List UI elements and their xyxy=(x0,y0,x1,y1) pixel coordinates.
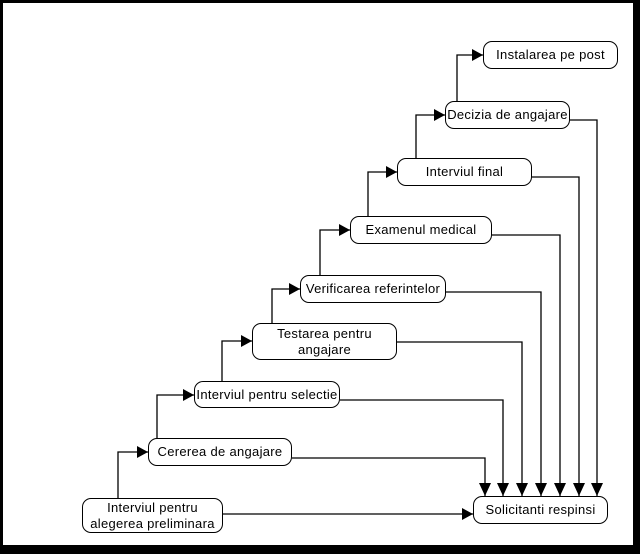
node-label: Solicitanti respinsi xyxy=(485,502,596,517)
edge-selectie-to-respinsi xyxy=(340,399,504,496)
arrowhead-verificarea-to-respinsi xyxy=(535,483,547,496)
node-label: Interviul final xyxy=(425,164,504,179)
node-label: Instalarea pe post xyxy=(496,47,605,62)
frame-border-top xyxy=(0,0,640,3)
node-label: Interviul pentru xyxy=(107,499,198,515)
arrowhead-verificarea-to-examenul xyxy=(339,224,350,236)
arrowhead-preliminara-to-respinsi xyxy=(462,508,473,520)
node-respinsi: Solicitanti respinsi xyxy=(473,496,608,524)
arrowhead-final-to-decizia xyxy=(434,109,445,121)
arrowhead-cererea-to-respinsi xyxy=(479,483,491,496)
frame-border-left xyxy=(0,0,3,554)
arrowhead-testarea-to-respinsi xyxy=(516,483,528,496)
node-verificarea: Verificarea referintelor xyxy=(300,275,446,303)
edge-testarea-to-respinsi xyxy=(397,341,523,496)
edge-decizia-to-respinsi xyxy=(570,119,598,496)
arrowhead-selectie-to-respinsi xyxy=(497,483,509,496)
arrowhead-cererea-to-selectie xyxy=(183,389,194,401)
node-final: Interviul final xyxy=(397,158,532,186)
arrowhead-selectie-to-testarea xyxy=(241,335,252,347)
node-label: Examenul medical xyxy=(365,222,477,237)
edge-verificarea-to-respinsi xyxy=(446,291,542,496)
frame-border-right xyxy=(633,0,640,554)
arrowhead-decizia-to-respinsi xyxy=(591,483,603,496)
node-label: Cererea de angajare xyxy=(157,444,283,459)
arrowhead-preliminara-to-cererea xyxy=(137,446,148,458)
node-label: Interviul pentru selectie xyxy=(196,386,338,402)
arrowhead-examenul-to-respinsi xyxy=(554,483,566,496)
arrowhead-final-to-respinsi xyxy=(573,483,585,496)
edge-examenul-to-respinsi xyxy=(492,234,561,496)
node-selectie: Interviul pentru selectie xyxy=(194,381,340,408)
edge-cererea-to-selectie xyxy=(156,394,194,438)
node-decizia: Decizia de angajare xyxy=(445,101,570,129)
node-label: Testarea pentru xyxy=(277,325,372,341)
frame-border-bottom xyxy=(0,545,640,554)
arrowhead-testarea-to-verificarea xyxy=(289,283,300,295)
arrowhead-examenul-to-final xyxy=(386,166,397,178)
node-label: Verificarea referintelor xyxy=(305,281,441,296)
node-label: Decizia de angajare xyxy=(447,107,568,122)
node-label: angajare xyxy=(298,341,351,357)
node-examenul: Examenul medical xyxy=(350,216,492,244)
edge-final-to-respinsi xyxy=(532,176,580,496)
node-cererea: Cererea de angajare xyxy=(148,438,292,466)
node-instalarea: Instalarea pe post xyxy=(483,41,618,69)
arrowhead-decizia-to-instalarea xyxy=(472,49,483,61)
node-label: alegerea preliminara xyxy=(90,515,215,531)
